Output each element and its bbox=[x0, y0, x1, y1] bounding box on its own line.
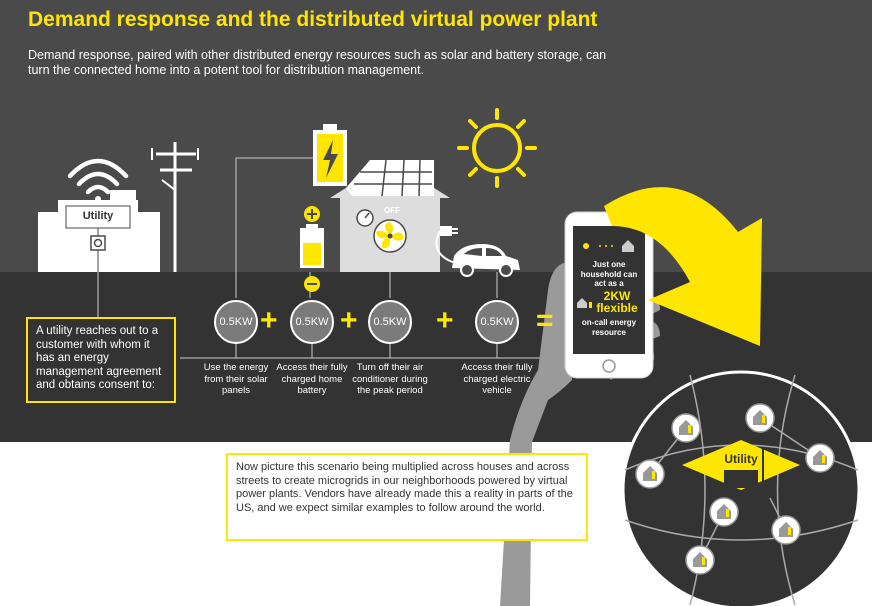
house-icon bbox=[771, 515, 801, 545]
arrow-icon bbox=[604, 187, 762, 346]
equals-operator: = bbox=[536, 304, 554, 337]
plus-operator-1: + bbox=[260, 304, 278, 337]
step-solar-value: 0.5KW bbox=[214, 300, 258, 344]
house-icon bbox=[635, 459, 665, 489]
consent-box: A utility reaches out to a customer with… bbox=[26, 317, 176, 403]
ac-off-label: OFF bbox=[384, 206, 400, 215]
home-battery bbox=[300, 224, 324, 268]
house-icon bbox=[685, 545, 715, 575]
page-title: Demand response and the distributed virt… bbox=[28, 8, 598, 31]
step-ac-desc: Turn off their air conditioner during th… bbox=[352, 362, 428, 396]
battery-minus-icon bbox=[304, 276, 320, 292]
phone-icon bbox=[564, 211, 654, 379]
battery-plus-icon bbox=[304, 206, 320, 222]
house-icon bbox=[709, 497, 739, 527]
solar-panel-icon bbox=[346, 159, 434, 197]
wifi-icon bbox=[67, 158, 129, 202]
power-pole-icon bbox=[151, 142, 199, 272]
utility-sign bbox=[65, 205, 131, 229]
step-solar-desc: Use the energy from their solar panels bbox=[203, 362, 269, 396]
phone-highlight: 2KW flexible bbox=[590, 290, 644, 314]
microgrid-utility-label: Utility bbox=[724, 452, 758, 466]
house-icon bbox=[671, 413, 701, 443]
step-ac-value: 0.5KW bbox=[368, 300, 412, 344]
utility-sign-label: Utility bbox=[82, 210, 114, 222]
battery-icon bbox=[313, 124, 347, 186]
scenario-box: Now picture this scenario being multipli… bbox=[226, 453, 588, 541]
microgrid-circle bbox=[621, 370, 861, 606]
phone-line-2: on-call energy resource bbox=[581, 318, 637, 337]
car-icon bbox=[452, 244, 520, 277]
phone-highlight-kw: 2KW bbox=[603, 289, 631, 303]
page-subtitle: Demand response, paired with other distr… bbox=[28, 48, 607, 77]
house-icon bbox=[745, 403, 775, 433]
phone-highlight-flexible: flexible bbox=[596, 301, 638, 315]
fan-icon bbox=[373, 219, 407, 253]
plus-operator-2: + bbox=[340, 304, 358, 337]
step-battery-value: 0.5KW bbox=[290, 300, 334, 344]
microgrid-houses bbox=[635, 403, 835, 575]
step-ev-value: 0.5KW bbox=[475, 300, 519, 344]
gauge-icon bbox=[356, 209, 374, 227]
step-ev-desc: Access their fully charged electric vehi… bbox=[461, 362, 533, 396]
step-battery-desc: Access their fully charged home battery bbox=[276, 362, 348, 396]
sun-icon bbox=[457, 108, 537, 188]
plus-operator-3: + bbox=[436, 304, 454, 337]
phone-line-1: Just one household can act as a bbox=[580, 260, 638, 288]
house-icon bbox=[805, 443, 835, 473]
